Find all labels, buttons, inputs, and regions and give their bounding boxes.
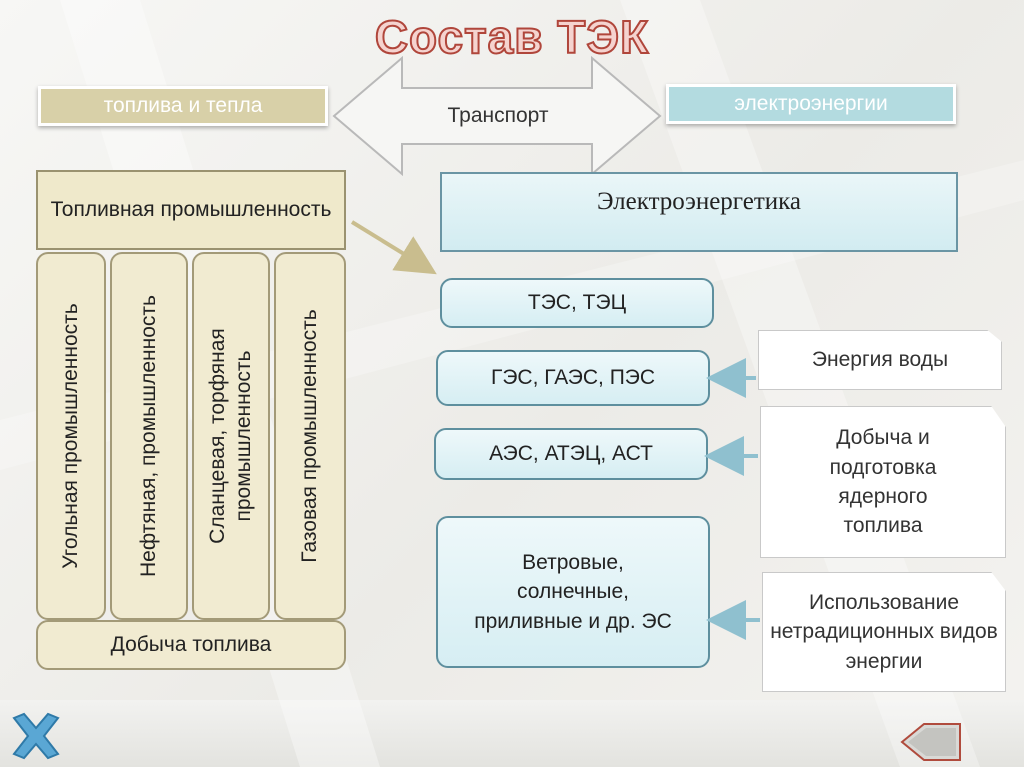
nontraditional-energy-source: Использование нетрадиционных видов энерг… xyxy=(762,572,1006,692)
gas-industry-label: Газовая промышленность xyxy=(297,309,321,563)
coal-industry-column: Угольная промышленность xyxy=(36,252,106,620)
nontraditional-energy-label: Использование нетрадиционных видов энерг… xyxy=(770,590,998,673)
page-title: Состав ТЭК xyxy=(374,10,650,64)
shale-peat-industry-column: Сланцевая, торфяная промышленность xyxy=(192,252,270,620)
transport-double-arrow xyxy=(332,56,662,176)
alternative-plants-box: Ветровые, солнечные, приливные и др. ЭС xyxy=(436,516,710,668)
oil-industry-label: Нефтяная, промышленность xyxy=(136,295,160,577)
bottom-bar xyxy=(0,700,1024,767)
oil-industry-column: Нефтяная, промышленность xyxy=(110,252,188,620)
nuclear-fuel-source: Добыча и подготовка ядерного топлива xyxy=(760,406,1006,558)
nuclear-plants-box: АЭС, АТЭЦ, АСТ xyxy=(434,428,708,480)
fuel-to-thermal-arrow xyxy=(350,220,437,275)
gas-industry-column: Газовая промышленность xyxy=(274,252,346,620)
thermal-plants-box: ТЭС, ТЭЦ xyxy=(440,278,714,328)
electric-power-box: Электроэнергетика xyxy=(440,172,958,252)
transport-label: Транспорт xyxy=(447,104,549,127)
water-energy-source: Энергия воды xyxy=(758,330,1002,390)
hydro-plants-box: ГЭС, ГАЭС, ПЭС xyxy=(436,350,710,406)
close-x-icon[interactable] xyxy=(8,712,64,760)
fuel-industry-box: Топливная промышленность xyxy=(36,170,346,250)
shale-peat-industry-label: Сланцевая, торфяная промышленность xyxy=(205,328,255,544)
fuel-mining-box: Добыча топлива xyxy=(36,620,346,670)
fuel-heat-label: топлива и тепла xyxy=(38,86,328,126)
coal-industry-label: Угольная промышленность xyxy=(58,303,82,569)
alternative-plants-label: Ветровые, солнечные, приливные и др. ЭС xyxy=(474,550,672,633)
back-arrow-icon[interactable] xyxy=(900,722,962,762)
nuclear-fuel-label: Добыча и подготовка ядерного топлива xyxy=(829,426,937,538)
electricity-label: электроэнергии xyxy=(666,84,956,124)
